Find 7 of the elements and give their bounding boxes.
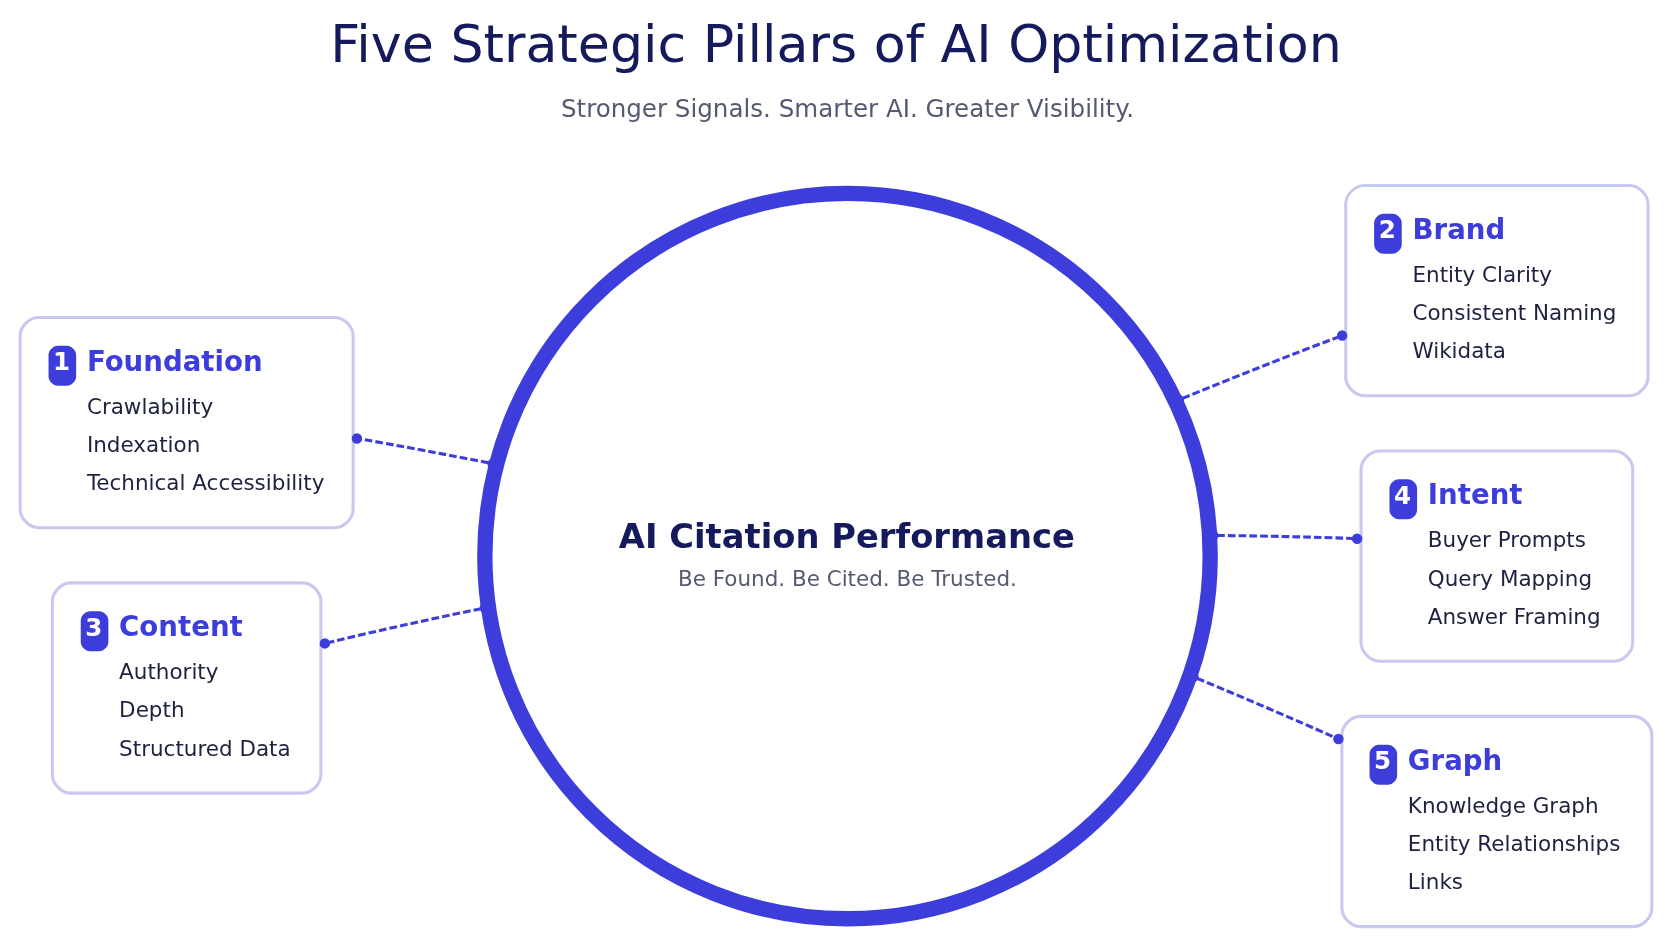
node-box: 1 Foundation Crawlability Indexation Technical Accessibility [18,315,355,530]
diagram-title: Five Strategic Pillars of AI Optimization [330,14,1342,75]
node-box: 5 Graph Knowledge Graph Entity Relationships Links [1340,714,1654,929]
node-box: 2 Brand Entity Clarity Consistent Naming Wikidata [1344,183,1650,398]
label: Stronger Signals. Smarter AI. Greater Visibility. [560,93,1135,123]
node-box: 3 Content Authority Depth Structured Data [50,581,323,795]
node-box: 4 Intent Buyer Prompts Query Mapping Answer Framing [1359,449,1635,663]
